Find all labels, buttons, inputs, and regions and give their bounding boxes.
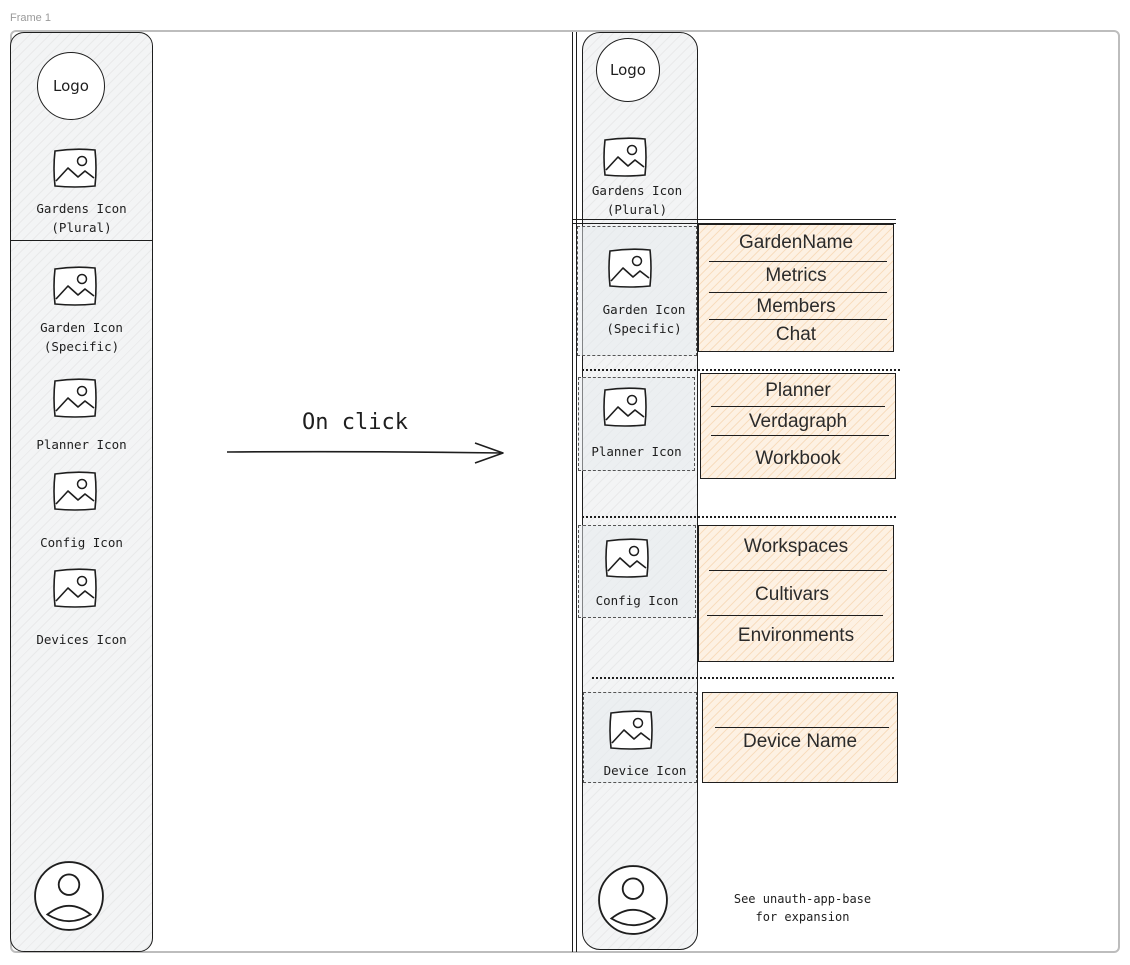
logo-label: Logo (53, 77, 89, 95)
menu-item-gardenname[interactable]: GardenName (738, 232, 854, 253)
logo-expanded-label: Logo (610, 61, 646, 79)
menu-item-workbook[interactable]: Workbook (755, 448, 841, 469)
gardens-icon-label-line1: Gardens Icon (36, 201, 127, 216)
arrow-icon (226, 442, 504, 464)
frame-divider (572, 32, 573, 952)
gardens-icon-expanded-label: Gardens Icon (Plural) (572, 181, 702, 219)
config-icon-expanded[interactable] (604, 537, 650, 579)
garden-icon-label-line2: (Specific) (43, 339, 120, 354)
gardens-icon-expanded[interactable] (602, 136, 648, 178)
menu-item-chat[interactable]: Chat (775, 324, 817, 345)
gardens-icon[interactable] (52, 147, 98, 189)
gardens-divider (572, 219, 896, 220)
garden-menu: GardenName Metrics Members Chat (698, 224, 894, 352)
config-icon[interactable] (52, 470, 98, 512)
gardens-icon-label: Gardens Icon (Plural) (10, 199, 153, 237)
logo[interactable]: Logo (37, 52, 105, 120)
menu-item-members[interactable]: Members (756, 296, 836, 317)
menu-item-device-name[interactable]: Device Name (742, 731, 858, 752)
gardens-expanded-label-line2: (Plural) (606, 202, 668, 217)
menu-item-planner[interactable]: Planner (765, 380, 831, 401)
on-click-label: On click (302, 410, 408, 435)
garden-icon-expanded-label: Garden Icon (Specific) (584, 300, 704, 338)
menu-item-workspaces[interactable]: Workspaces (743, 536, 849, 557)
expansion-note: See unauth-app-base for expansion (700, 890, 905, 926)
garden-icon-label: Garden Icon (Specific) (10, 318, 153, 356)
dotted-divider (582, 369, 900, 371)
user-avatar-icon[interactable] (33, 860, 105, 932)
expansion-note-line1: See unauth-app-base (733, 892, 872, 906)
planner-icon-expanded[interactable] (602, 386, 648, 428)
devices-icon[interactable] (52, 567, 98, 609)
gardens-icon-label-line2: (Plural) (51, 220, 112, 235)
garden-expanded-label-line2: (Specific) (606, 321, 682, 336)
device-icon-expanded[interactable] (608, 709, 654, 751)
gardens-divider-2 (572, 223, 896, 224)
gardens-expanded-label-line1: Gardens Icon (591, 183, 683, 198)
planner-icon-label: Planner Icon (36, 437, 127, 452)
menu-item-cultivars[interactable]: Cultivars (755, 584, 829, 605)
config-icon-label: Config Icon (40, 535, 123, 550)
garden-icon[interactable] (52, 265, 98, 307)
garden-section-highlight (577, 226, 697, 356)
menu-item-verdagraph[interactable]: Verdagraph (748, 411, 848, 432)
garden-icon-label-line1: Garden Icon (40, 320, 123, 335)
menu-divider (709, 319, 887, 320)
planner-menu: Planner Verdagraph Workbook (700, 373, 896, 479)
menu-divider (709, 261, 887, 262)
expansion-note-line2: for expansion (755, 910, 850, 924)
menu-item-environments[interactable]: Environments (737, 625, 855, 646)
frame-divider-inner (576, 32, 577, 952)
user-avatar-expanded-icon[interactable] (597, 864, 669, 936)
devices-icon-label: Devices Icon (36, 632, 127, 647)
sidebar-divider (10, 240, 153, 241)
dotted-divider (592, 677, 894, 679)
frame-label: Frame 1 (10, 12, 51, 24)
config-menu: Workspaces Cultivars Environments (698, 525, 894, 662)
sidebar-expanded (582, 32, 698, 950)
menu-divider (709, 292, 887, 293)
garden-icon-expanded[interactable] (607, 247, 653, 289)
menu-divider (715, 727, 889, 728)
garden-expanded-label-line1: Garden Icon (602, 302, 686, 317)
dotted-divider (582, 516, 896, 518)
frame (10, 30, 1120, 953)
menu-item-metrics[interactable]: Metrics (765, 265, 827, 286)
device-icon-expanded-label: Device Icon (603, 763, 687, 778)
menu-divider (711, 406, 885, 407)
device-menu: Device Name (702, 692, 898, 783)
menu-divider (707, 615, 883, 616)
planner-icon[interactable] (52, 377, 98, 419)
menu-divider (711, 435, 889, 436)
config-icon-expanded-label: Config Icon (595, 593, 679, 608)
planner-icon-expanded-label: Planner Icon (591, 444, 682, 459)
menu-divider (709, 570, 887, 571)
logo-expanded[interactable]: Logo (596, 38, 660, 102)
